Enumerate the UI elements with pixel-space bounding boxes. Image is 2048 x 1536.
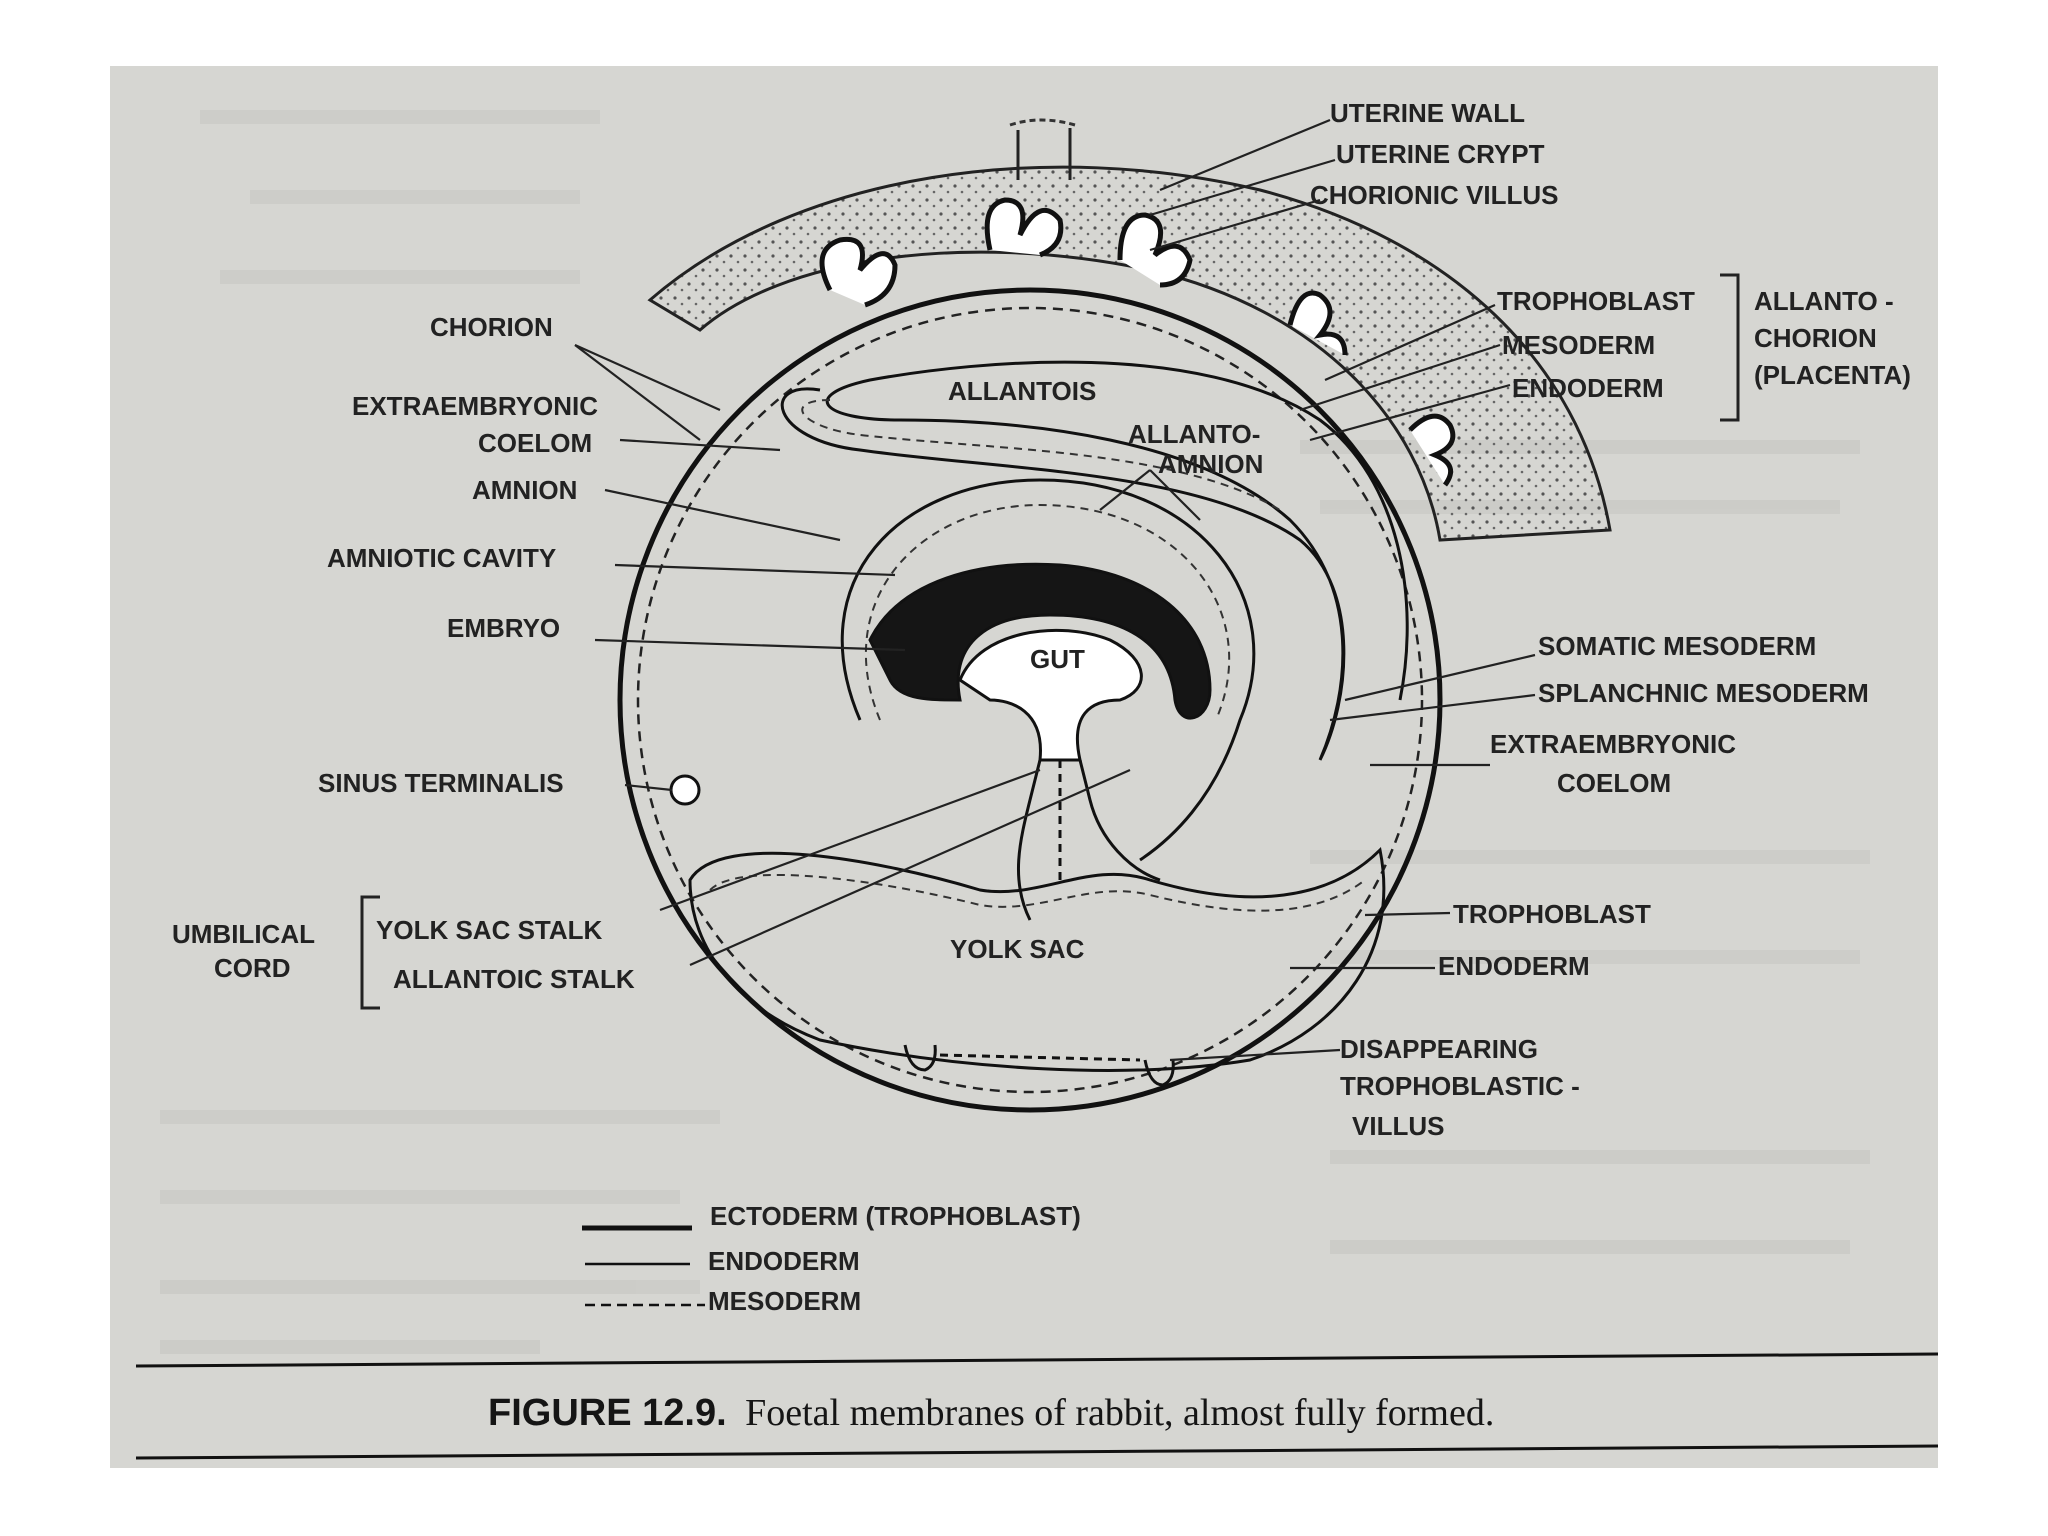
legend-ectoderm-label: ECTODERM (TROPHOBLAST) <box>710 1201 1081 1231</box>
label-chorion: CHORION <box>430 312 553 342</box>
caption-text: Foetal membranes of rabbit, almost fully… <box>745 1392 1494 1434</box>
label-embryo: EMBRYO <box>447 613 560 643</box>
label-allanto-amnion-1: ALLANTO- <box>1128 419 1260 449</box>
chorion-outline <box>617 287 1443 1113</box>
faint-background-text <box>160 110 1870 1354</box>
uterine-wall-top-edge <box>1009 118 1076 127</box>
amnion <box>840 478 1256 862</box>
label-yolk-sac: YOLK SAC <box>950 934 1085 964</box>
yolk-sac <box>688 846 1386 1072</box>
allantois <box>780 360 1409 761</box>
label-yolk-sac-stalk: YOLK SAC STALK <box>376 915 603 945</box>
caption-rule-bottom <box>135 1444 1939 1460</box>
sinus-terminalis <box>669 774 701 806</box>
label-disappearing-2: TROPHOBLASTIC - <box>1340 1071 1580 1101</box>
chorion-mesoderm-line <box>636 306 1424 1094</box>
label-disappearing-3: VILLUS <box>1352 1111 1444 1141</box>
label-endoderm-bottom: ENDODERM <box>1438 951 1590 981</box>
label-extraembryonic-coelom-right-2: COELOM <box>1557 768 1671 798</box>
label-umbilical-cord-1: UMBILICAL <box>172 919 315 949</box>
label-somatic-mesoderm: SOMATIC MESODERM <box>1538 631 1816 661</box>
allanto-chorion-bracket <box>1720 273 1740 422</box>
uterine-wall-stalk <box>1016 128 1072 180</box>
label-trophoblast-bottom: TROPHOBLAST <box>1453 899 1651 929</box>
label-amnion: AMNION <box>472 475 577 505</box>
caption-number: FIGURE 12.9. <box>488 1392 727 1434</box>
label-uterine-wall: UTERINE WALL <box>1330 98 1525 128</box>
legend: ECTODERM (TROPHOBLAST) ENDODERM MESODERM <box>582 1201 1081 1316</box>
label-allanto-chorion-2: CHORION <box>1754 323 1877 353</box>
label-splanchnic-mesoderm: SPLANCHNIC MESODERM <box>1538 678 1869 708</box>
disappearing-villi <box>903 1044 1175 1087</box>
label-amniotic-cavity: AMNIOTIC CAVITY <box>327 543 556 573</box>
label-allantoic-stalk: ALLANTOIC STALK <box>393 964 635 994</box>
leader-lines <box>574 118 1536 1062</box>
embryo <box>868 562 1212 720</box>
label-trophoblast-top: TROPHOBLAST <box>1497 286 1695 316</box>
label-extraembryonic-coelom-left-2: COELOM <box>478 428 592 458</box>
label-extraembryonic-coelom-left-1: EXTRAEMBRYONIC <box>352 391 598 421</box>
label-extraembryonic-coelom-right-1: EXTRAEMBRYONIC <box>1490 729 1736 759</box>
umbilical-cord-bracket <box>360 895 380 1010</box>
label-disappearing-1: DISAPPEARING <box>1340 1034 1538 1064</box>
label-uterine-crypt: UTERINE CRYPT <box>1336 139 1545 169</box>
label-endoderm-top: ENDODERM <box>1512 373 1664 403</box>
book-page-photo <box>110 66 1938 1468</box>
chorionic-villi <box>819 197 1456 487</box>
legend-mesoderm-label: MESODERM <box>708 1286 861 1316</box>
label-allanto-chorion-3: (PLACENTA) <box>1754 360 1911 390</box>
uterine-wall <box>647 165 1612 542</box>
caption: FIGURE 12.9. Foetal membranes of rabbit,… <box>488 1392 1494 1434</box>
label-allanto-amnion-2: AMNION <box>1158 449 1263 479</box>
label-gut: GUT <box>1030 644 1085 674</box>
label-chorionic-villus: CHORIONIC VILLUS <box>1310 180 1558 210</box>
caption-rule-top <box>135 1352 1939 1368</box>
label-allantois: ALLANTOIS <box>948 376 1096 406</box>
gut <box>958 628 1143 762</box>
label-allanto-chorion-1: ALLANTO - <box>1754 286 1894 316</box>
umbilical-stalks <box>1016 759 1161 921</box>
label-umbilical-cord-2: CORD <box>214 953 291 983</box>
label-sinus-terminalis: SINUS TERMINALIS <box>318 768 564 798</box>
legend-endoderm-label: ENDODERM <box>708 1246 860 1276</box>
label-mesoderm-top: MESODERM <box>1502 330 1655 360</box>
